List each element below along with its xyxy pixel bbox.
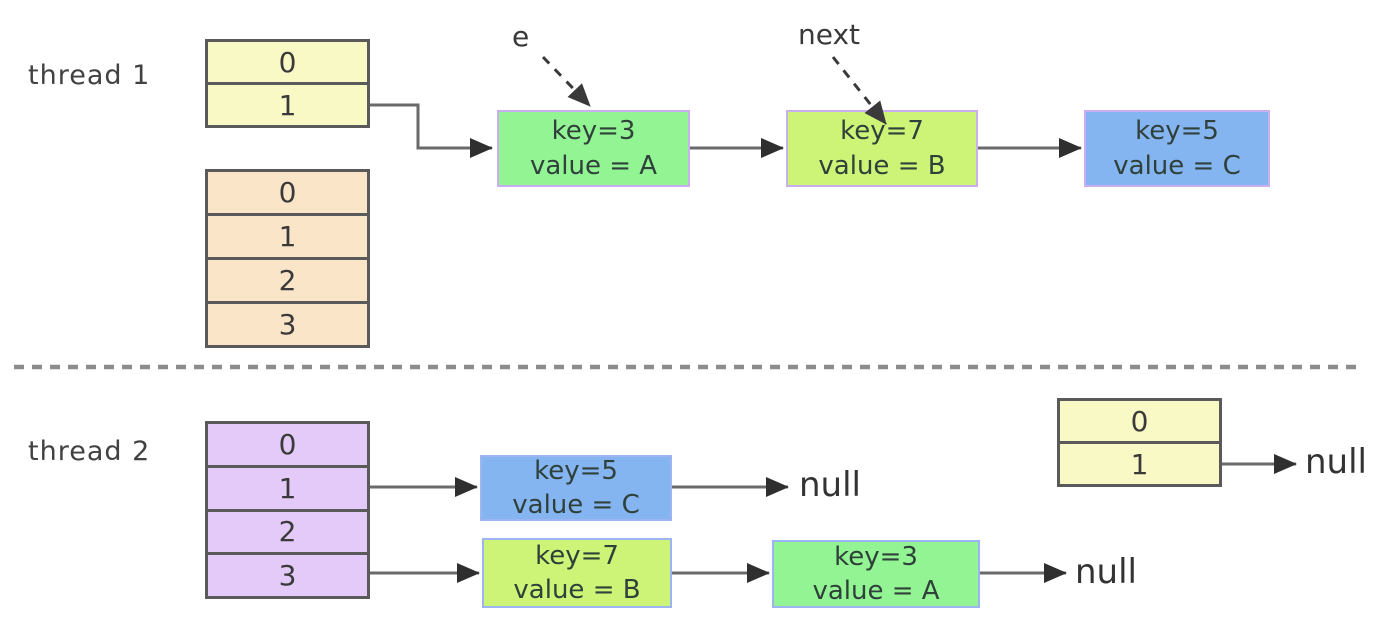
- node-key: key=3: [834, 541, 918, 572]
- bucket-cell-0: 0: [208, 424, 367, 465]
- node-key: key=7: [535, 540, 619, 571]
- node-key: key=7: [840, 116, 924, 147]
- bucket-cell-1: 1: [1060, 441, 1219, 484]
- node-key: key=5: [1135, 116, 1219, 147]
- bucket-cell-2: 2: [208, 257, 367, 301]
- thread1-label: thread 1: [28, 60, 151, 91]
- bucket-cell-0: 0: [208, 172, 367, 213]
- bucket-cell-1: 1: [208, 82, 367, 125]
- node-key: key=5: [534, 455, 618, 486]
- bucket-cell-1: 1: [208, 464, 367, 509]
- bucket-cell-2: 2: [208, 508, 367, 553]
- bucket-cell-1: 1: [208, 213, 367, 257]
- null-terminator-row2: null: [1075, 552, 1137, 592]
- bucket-cell-0: 0: [1060, 401, 1219, 441]
- pointer-e-label: e: [512, 20, 530, 53]
- node-value: value = C: [512, 490, 640, 520]
- pointer-next-label: next: [798, 18, 861, 51]
- node-value: value = B: [818, 150, 946, 181]
- thread2-label: thread 2: [28, 436, 151, 467]
- node-value: value = B: [513, 575, 641, 605]
- node-key7-valueB-thread2: key=7 value = B: [482, 538, 672, 608]
- arrow-pointer-e-dashed: [541, 55, 592, 108]
- node-value: value = A: [812, 576, 940, 606]
- node-key5-valueC-thread2: key=5 value = C: [480, 455, 672, 521]
- node-key3-valueA-thread1: key=3 value = A: [497, 110, 690, 187]
- node-key3-valueA-thread2: key=3 value = A: [772, 540, 980, 608]
- thread1-bucket-table-small: 0 1: [205, 39, 370, 128]
- thread1-bucket-table-large: 0 1 2 3: [205, 169, 370, 348]
- node-value: value = C: [1113, 150, 1241, 181]
- null-terminator-row1: null: [799, 465, 861, 505]
- node-key5-valueC-thread1: key=5 value = C: [1084, 110, 1270, 187]
- bucket-cell-0: 0: [208, 42, 367, 82]
- thread2-bucket-table: 0 1 2 3: [205, 421, 370, 599]
- node-key: key=3: [551, 116, 636, 147]
- thread2-side-bucket-table: 0 1: [1057, 398, 1222, 487]
- arrow-bucket1-to-key3: [370, 103, 493, 158]
- bucket-cell-3: 3: [208, 552, 367, 596]
- null-terminator-side: null: [1305, 442, 1367, 482]
- bucket-cell-3: 3: [208, 301, 367, 345]
- node-key7-valueB-thread1: key=7 value = B: [786, 110, 978, 187]
- node-value: value = A: [529, 150, 658, 181]
